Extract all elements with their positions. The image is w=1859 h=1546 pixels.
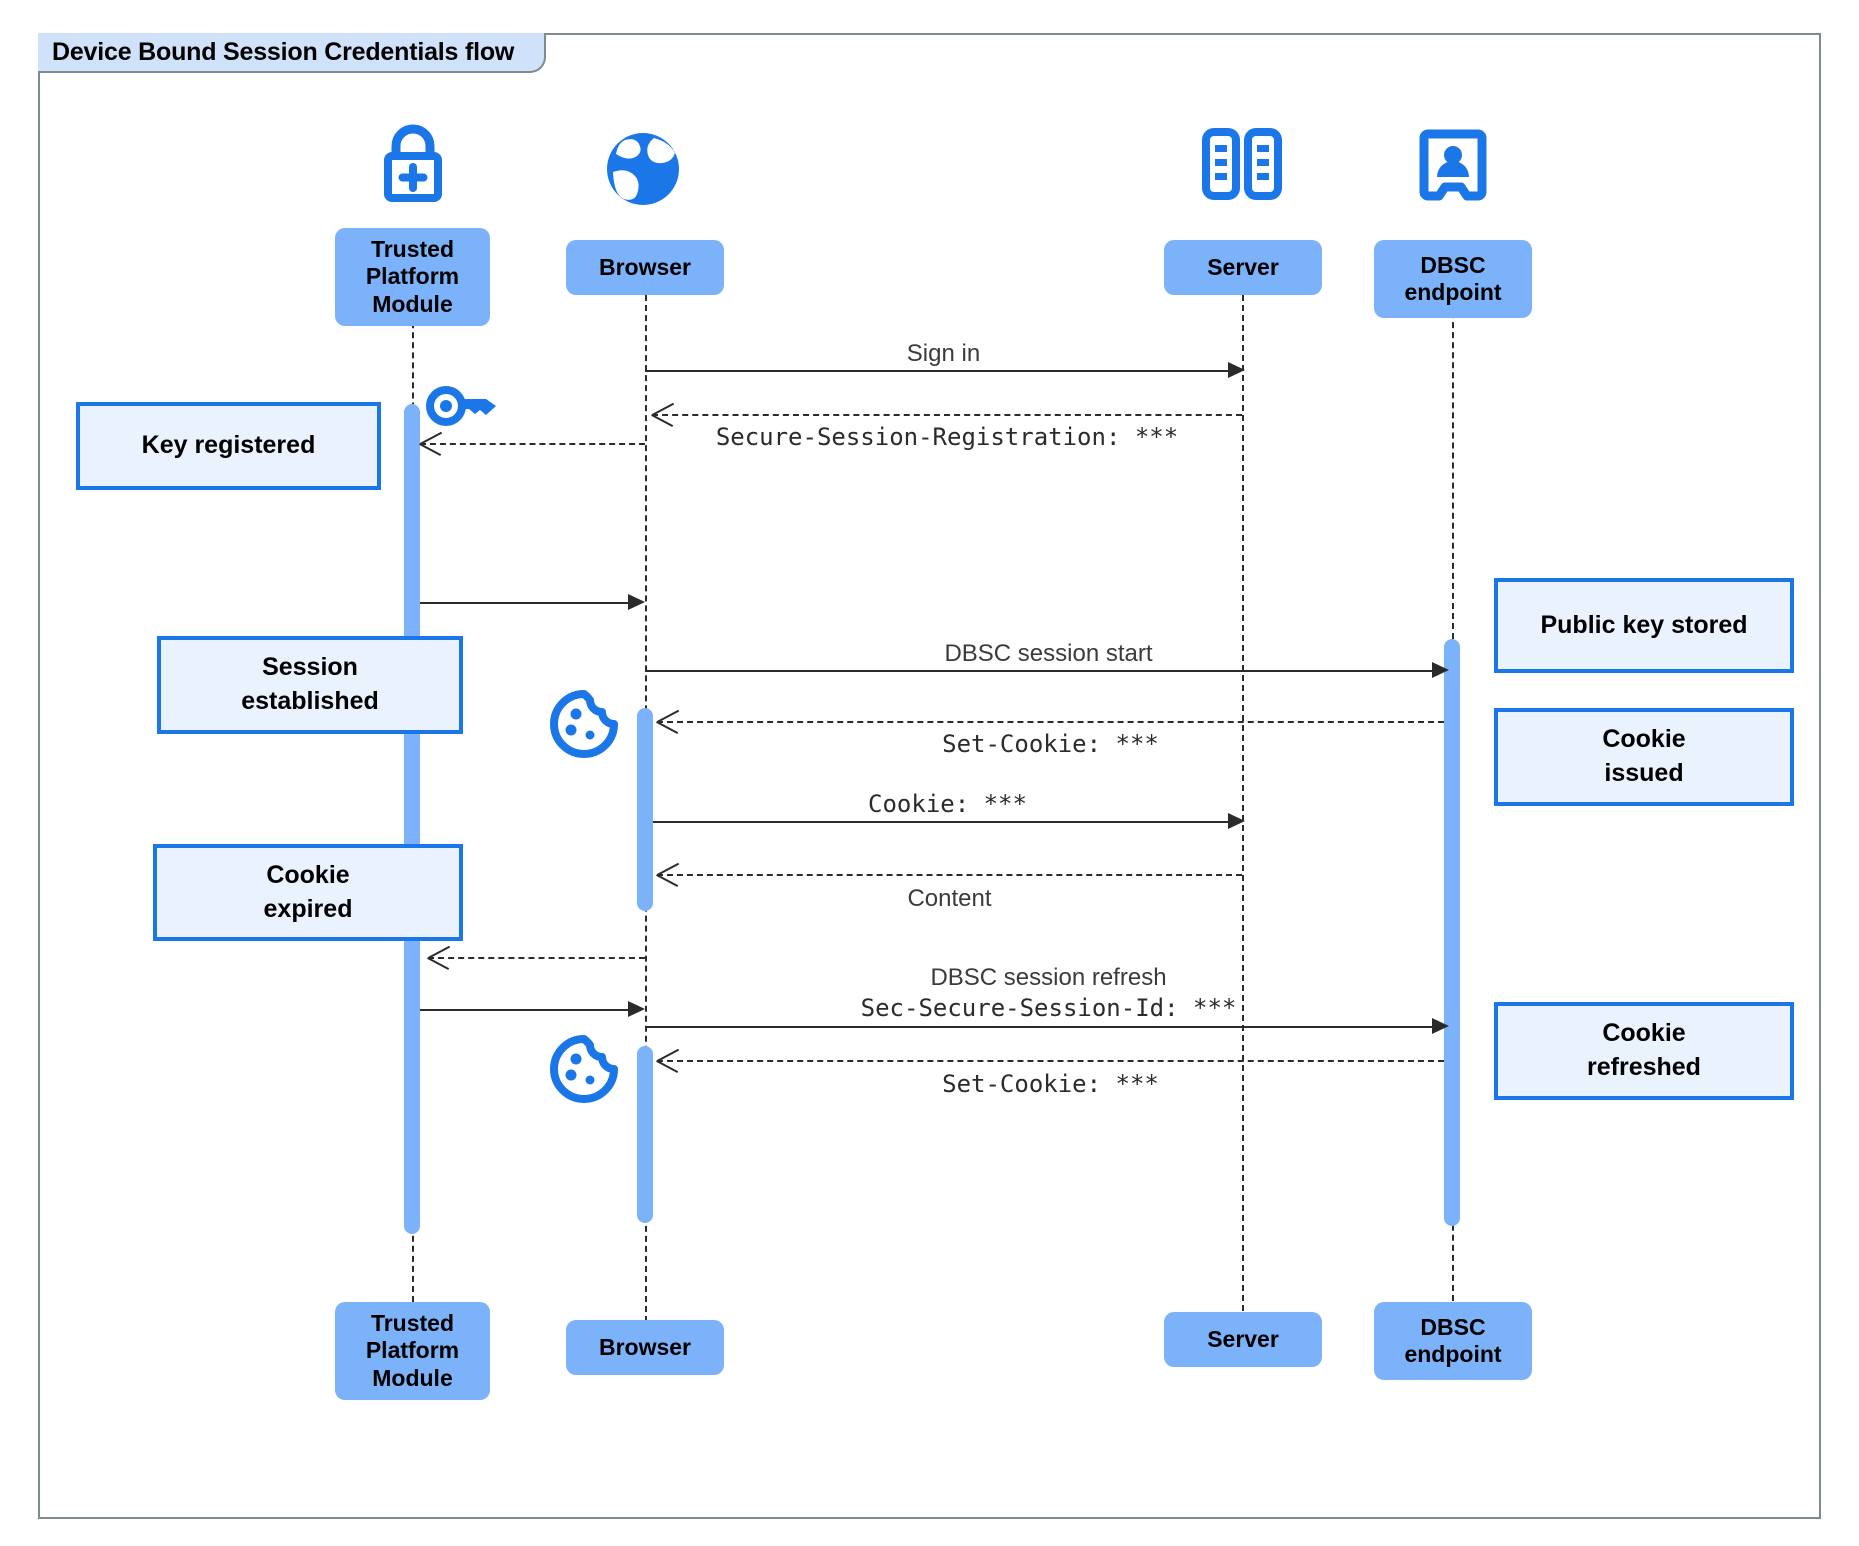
participant-label: Server (1207, 1325, 1279, 1352)
message-line-browser-to-tpm-1 (420, 443, 645, 445)
arrowhead-right (1432, 1018, 1449, 1034)
message-line-set-cookie-1 (657, 721, 1444, 723)
message-label-dbsc-session-start: DBSC session start (944, 640, 1153, 667)
message-label-set-cookie-2: Set-Cookie: *** (942, 1070, 1159, 1098)
diagram-title-tab: Device Bound Session Credentials flow (38, 33, 547, 73)
cookie-icon (548, 1033, 620, 1110)
participant-browser[interactable]: Browser (566, 240, 724, 295)
participant-label: Server (1207, 253, 1279, 280)
key-icon (424, 381, 502, 438)
footer-participant-server[interactable]: Server (1164, 1312, 1322, 1367)
message-line-secure-session-registration (652, 414, 1242, 416)
message-line-sign-in (645, 370, 1230, 372)
message-label-dbsc-session-refresh: DBSC session refresh (930, 964, 1167, 991)
message-label-content: Content (907, 885, 992, 912)
message-line-set-cookie-2 (657, 1060, 1444, 1062)
message-label-sec-secure-session-id: Sec-Secure-Session-Id: *** (860, 994, 1237, 1022)
arrowhead-right (628, 1001, 645, 1017)
message-label-sign-in: Sign in (906, 340, 981, 367)
lifeline-server (1242, 245, 1244, 1311)
lock-plus-icon (370, 122, 456, 209)
arrowhead-right (1432, 662, 1449, 678)
footer-participant-browser[interactable]: Browser (566, 1320, 724, 1375)
arrowhead-right (1228, 813, 1245, 829)
activation-dbsc (1444, 639, 1460, 1226)
page-title: Device Bound Session Credentials flow (52, 37, 515, 66)
participant-label: Browser (598, 1333, 692, 1360)
message-line-browser-to-tpm-2 (428, 957, 645, 959)
server-racks-icon (1198, 128, 1286, 205)
id-badge-person-icon (1418, 128, 1488, 209)
participant-label: Trusted Platform Module (365, 236, 460, 317)
globe-icon (602, 128, 684, 215)
participant-label: Browser (598, 253, 692, 280)
message-line-dbsc-session-start (645, 670, 1435, 672)
footer-participant-dbsc[interactable]: DBSC endpoint (1374, 1302, 1532, 1380)
note-text: Key registered (141, 431, 316, 460)
participant-server[interactable]: Server (1164, 240, 1322, 295)
message-line-dbsc-session-refresh (645, 1026, 1435, 1028)
message-label-cookie: Cookie: *** (868, 790, 1027, 818)
note-public-key-stored: Public key stored (1494, 578, 1794, 673)
arrowhead-right (628, 594, 645, 610)
participant-label: DBSC endpoint (1404, 251, 1502, 305)
message-line-tpm-to-browser-2 (420, 1009, 635, 1011)
message-label-secure-session-registration: Secure-Session-Registration: *** (715, 423, 1179, 451)
message-label-set-cookie-1: Set-Cookie: *** (942, 730, 1159, 758)
message-line-tpm-to-browser-1 (420, 602, 635, 604)
activation-tpm (404, 404, 420, 1234)
note-text: Public key stored (1540, 610, 1748, 639)
participant-tpm[interactable]: Trusted Platform Module (335, 228, 490, 326)
participant-dbsc[interactable]: DBSC endpoint (1374, 240, 1532, 318)
arrowhead-right (1228, 362, 1245, 378)
activation-browser-1 (637, 708, 653, 911)
cookie-icon (548, 688, 620, 765)
note-key-registered: Key registered (76, 402, 381, 490)
footer-participant-tpm[interactable]: Trusted Platform Module (335, 1302, 490, 1400)
message-line-cookie (653, 821, 1230, 823)
activation-browser-2 (637, 1046, 653, 1223)
participant-label: Trusted Platform Module (365, 1310, 460, 1391)
message-line-content (657, 874, 1242, 876)
participant-label: DBSC endpoint (1404, 1313, 1502, 1367)
